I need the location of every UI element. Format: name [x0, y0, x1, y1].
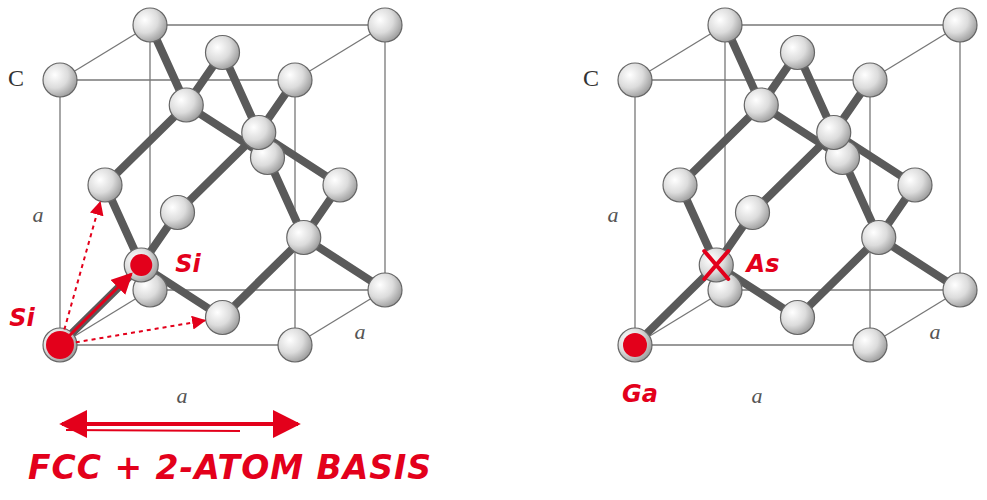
atom	[618, 63, 652, 97]
cross-mark	[704, 251, 728, 279]
cube-edge	[384, 25, 385, 290]
underline-stroke	[66, 430, 240, 431]
crystal-axis-label: C	[8, 65, 24, 91]
atom	[817, 116, 851, 150]
lattice-constant: a	[177, 384, 188, 408]
atom	[323, 168, 357, 202]
annotation-note: FCC + 2-ATOM BASIS	[28, 450, 432, 486]
atom	[133, 8, 167, 42]
atom-label: Ga	[622, 381, 658, 407]
atom-label: As	[747, 251, 780, 277]
diamond-lattice-gallium-arsenide	[618, 8, 977, 362]
lattice-constant: a	[33, 203, 44, 227]
cube-edge	[959, 25, 960, 290]
atom	[781, 36, 815, 70]
cube-edge	[635, 344, 870, 345]
atom	[161, 196, 195, 230]
crystal-axis-label: C	[583, 65, 599, 91]
atom	[242, 116, 276, 150]
atom	[853, 328, 887, 362]
marked-atom	[623, 333, 647, 357]
atom-label: Si	[9, 305, 35, 331]
atom	[853, 63, 887, 97]
atom	[744, 88, 778, 122]
atom	[368, 273, 402, 307]
atom	[663, 168, 697, 202]
lattice-constant: a	[752, 384, 763, 408]
diamond-lattice-silicon	[43, 8, 402, 362]
atom	[169, 88, 203, 122]
atom	[708, 8, 742, 42]
cube-edge	[150, 24, 385, 25]
atom	[943, 273, 977, 307]
atom	[88, 168, 122, 202]
atom	[618, 328, 652, 362]
cube-edge	[60, 344, 295, 345]
atom	[781, 301, 815, 335]
basis-vector	[60, 274, 131, 345]
atom	[43, 63, 77, 97]
lattice-constant: a	[355, 320, 366, 344]
cube-edge	[725, 24, 960, 25]
fcc-vector	[60, 321, 205, 345]
atom	[862, 221, 896, 255]
atom-label: Si	[175, 251, 201, 277]
atom	[736, 196, 770, 230]
atom	[278, 328, 312, 362]
atom	[898, 168, 932, 202]
lattice-constant: a	[608, 203, 619, 227]
fcc-vector	[60, 202, 100, 345]
red-annotations	[46, 202, 728, 431]
atom	[699, 248, 733, 282]
atom	[278, 63, 312, 97]
atom	[206, 36, 240, 70]
lattice-constant-arrow	[62, 422, 298, 426]
atom	[206, 301, 240, 335]
cube-edge	[634, 80, 635, 345]
cube-edge	[59, 80, 60, 345]
atom	[287, 221, 321, 255]
atom	[943, 8, 977, 42]
atom	[368, 8, 402, 42]
marked-atom	[46, 331, 74, 359]
marked-atom	[130, 254, 152, 276]
lattice-constant: a	[930, 320, 941, 344]
